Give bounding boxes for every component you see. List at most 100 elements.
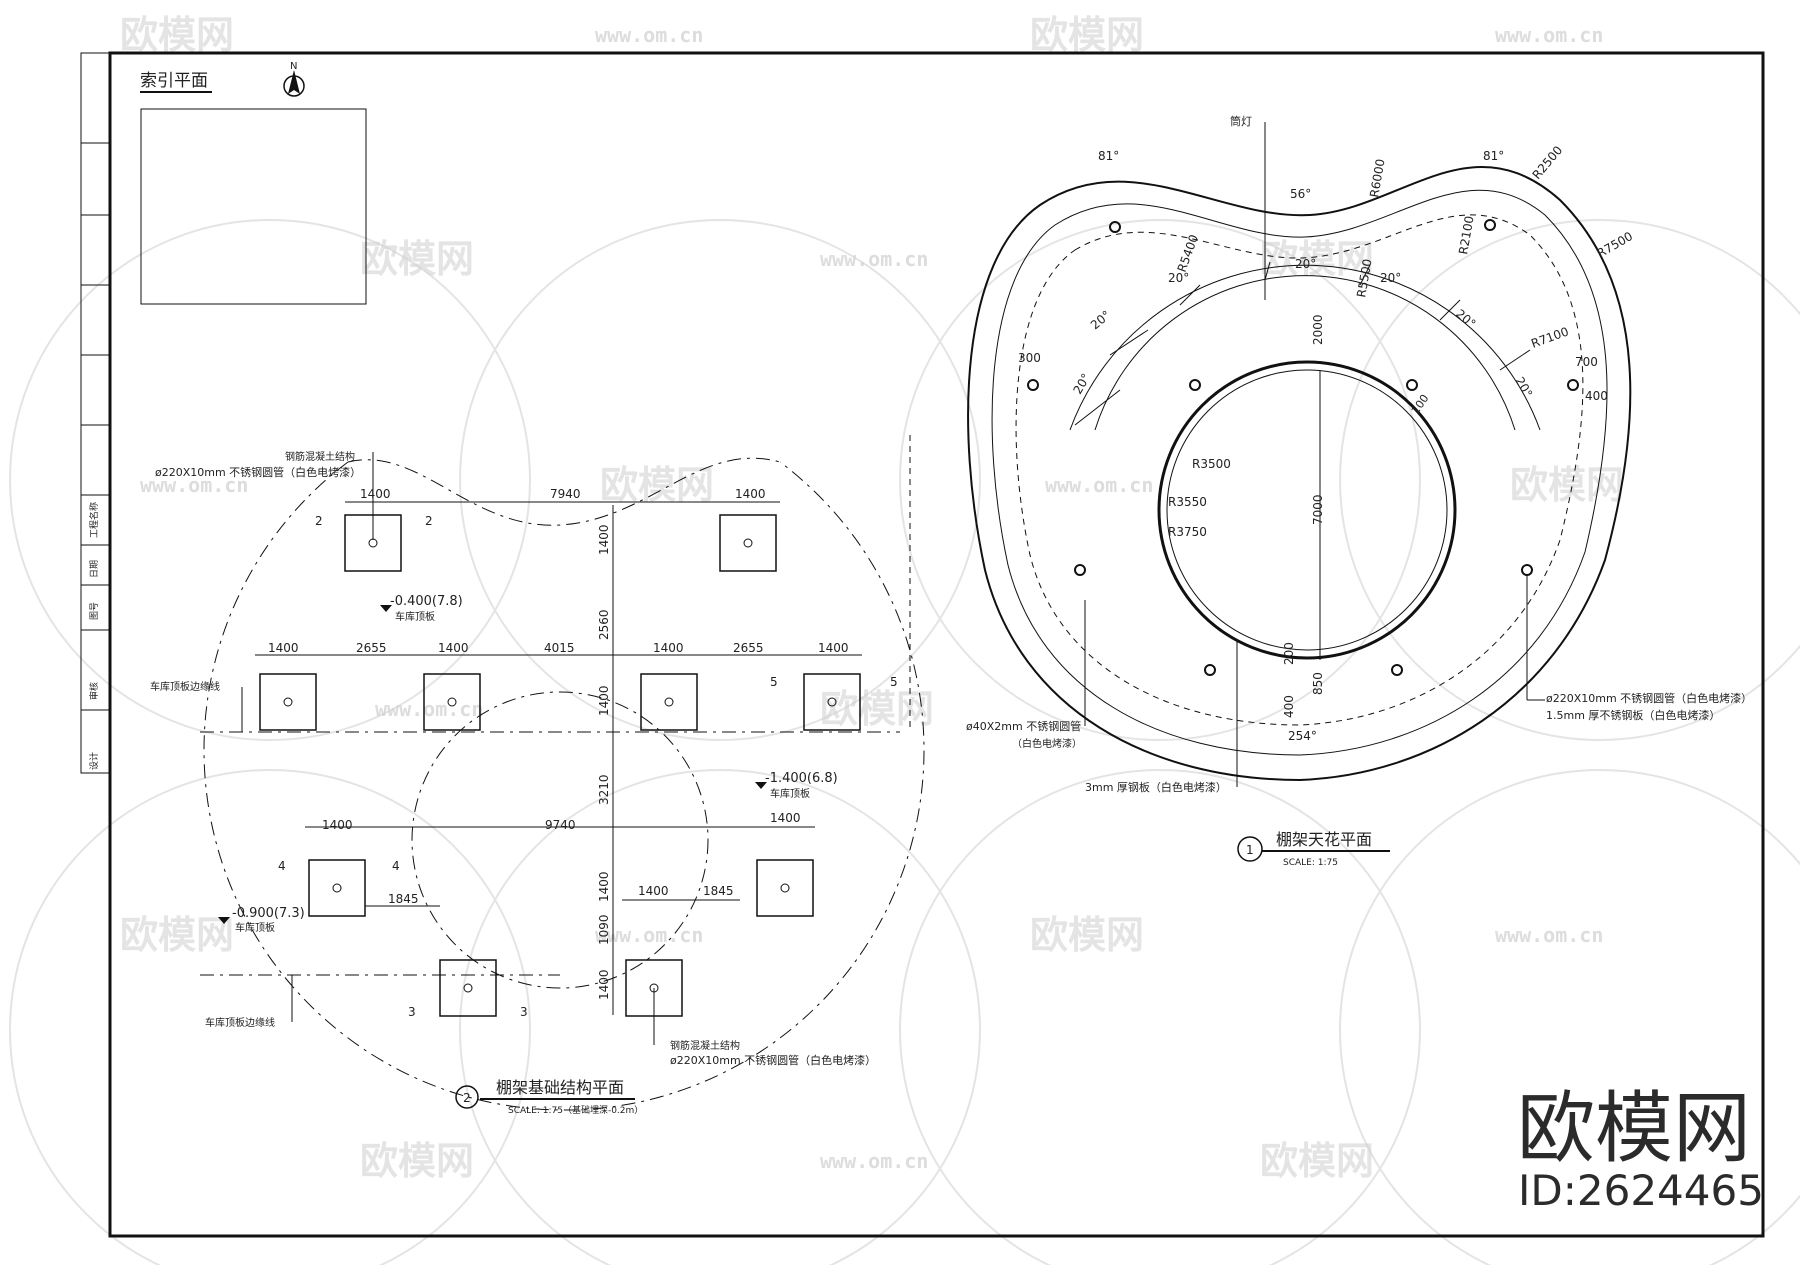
downlight-icon [1484,219,1496,231]
downlight-group [1027,219,1579,676]
dimension-label: 1400 [638,884,669,898]
watermark-brand: 欧模网 [1510,463,1624,507]
dimension-label: 1400 [818,641,849,655]
watermark-layer: 欧模网 欧模网 欧模网 欧模网 欧模网 欧模网 欧模网 欧模网 欧模网 欧模网 … [9,13,1800,1265]
dimension-label: 1845 [388,892,419,906]
foundation-plan: 钢筋混凝土结构 ø220X10mm 不锈钢圆管（白色电烤漆） 1400 7940… [150,435,925,1116]
callout-text: 1.5mm 厚不锈钢板（白色电烤漆） [1546,708,1720,722]
downlight-icon [1204,664,1216,676]
callout-text: 钢筋混凝土结构 [285,450,355,463]
brand-id: ID:2624465 [1518,1166,1764,1215]
footing [640,673,698,731]
edge-label: 车库顶板边缘线 [150,680,220,693]
title-block-label: 审核 [88,682,100,700]
downlight-icon [1406,379,1418,391]
radius-label: R6000 [1367,158,1388,199]
title-block-label: 图号 [89,602,100,620]
section-mark: 5 [890,675,898,689]
footing [803,673,861,731]
dimension-label: 1400 [770,811,801,825]
section-mark: 2 [425,514,433,528]
dimension-label: 1400 [322,818,353,832]
svg-text:车库顶板: 车库顶板 [235,921,275,934]
dimension-label: 1845 [703,884,734,898]
dimension-label: 2000 [1311,314,1325,345]
outline-arc [347,457,781,526]
level-marker: -0.400(7.8) 车库顶板 [380,594,463,623]
footing [423,673,481,731]
section-mark: 5 [770,675,778,689]
dimension-label: 81° [1483,149,1504,163]
svg-text:N: N [290,61,297,72]
callout-text: ø220X10mm 不锈钢圆管（白色电烤漆） [1546,691,1752,705]
callout-text: 钢筋混凝土结构 [670,1039,740,1052]
angle-label: 20° [1168,271,1189,285]
downlight-icon [1027,379,1039,391]
watermark-brand: 欧模网 [120,913,234,957]
watermark-url: www.om.cn [820,1149,928,1173]
dimension-label: 200 [1282,642,1296,665]
dimension-label: 400 [1282,695,1296,718]
footing [308,859,366,917]
angle-label: 20° [1512,375,1535,400]
dimension-label: 1400 [597,524,611,555]
title-block-label: 工程名称 [88,502,100,538]
dimension-label: 1400 [360,487,391,501]
watermark-brand: 欧模网 [1260,1139,1374,1183]
drawing-number-circle [1237,836,1263,862]
dimension-label: 1400 [597,685,611,716]
watermark-url: www.om.cn [1495,923,1603,947]
dimension-label: 254° [1288,729,1317,743]
downlight-icon [1521,564,1533,576]
section-mark: 4 [278,859,286,873]
angle-label: 20° [1380,271,1401,285]
callout-text: 3mm 厚钢板（白色电烤漆） [1085,780,1227,794]
footing [756,859,814,917]
dimension-label: 2655 [356,641,387,655]
radius-label: R7100 [1529,324,1570,350]
angle-label: 20° [1070,371,1093,396]
downlight-icon [1109,221,1121,233]
watermark-brand: 欧模网 [1030,913,1144,957]
watermark-brand: 欧模网 [360,1139,474,1183]
north-arrow-icon: N [283,61,305,97]
callout-text: ø40X2mm 不锈钢圆管 [966,719,1081,733]
svg-text:-1.400(6.8): -1.400(6.8) [765,771,838,786]
radius-label: R2500 [1530,143,1566,182]
dimension-label: 1400 [268,641,299,655]
downlight-icon [1074,564,1086,576]
dimension-label: 2655 [733,641,764,655]
svg-text:-0.400(7.8): -0.400(7.8) [390,594,463,609]
dimension-label: 1400 [438,641,469,655]
watermark-url: www.om.cn [1495,23,1603,47]
drawing-number-circle [455,1085,479,1109]
svg-text:车库顶板: 车库顶板 [770,787,810,800]
rib-arc [1069,264,1541,431]
outline-arc [203,461,925,1111]
footing [259,673,317,731]
watermark-url: www.om.cn [1045,473,1153,497]
footing-group [259,514,861,1017]
section-mark: 3 [408,1005,416,1019]
callout-text: ø220X10mm 不锈钢圆管（白色电烤漆） [670,1053,876,1067]
radius-label: R7500 [1595,229,1636,261]
footing [439,959,497,1017]
title-block-label: 日期 [89,560,100,578]
title-block-label: 设计 [88,752,100,770]
dimension-label: 4015 [544,641,575,655]
section-mark: 3 [520,1005,528,1019]
dimension-label: 1400 [597,871,611,902]
footing [719,514,777,572]
light-label: 筒灯 [1230,114,1252,128]
drawing-title: 棚架基础结构平面 [496,1078,624,1097]
dimension-label: 7940 [550,487,581,501]
drawing-number: 2 [463,1091,471,1105]
dimension-label: 3210 [597,774,611,805]
drawing-number: 1 [1246,843,1254,857]
edge-label: 车库顶板边缘线 [205,1016,275,1029]
title-block-dividers [81,142,110,711]
downlight-icon [1391,664,1403,676]
watermark-url: www.om.cn [595,23,703,47]
dimension-label: 700 [1575,355,1598,369]
dimension-label: 400 [1585,389,1608,403]
